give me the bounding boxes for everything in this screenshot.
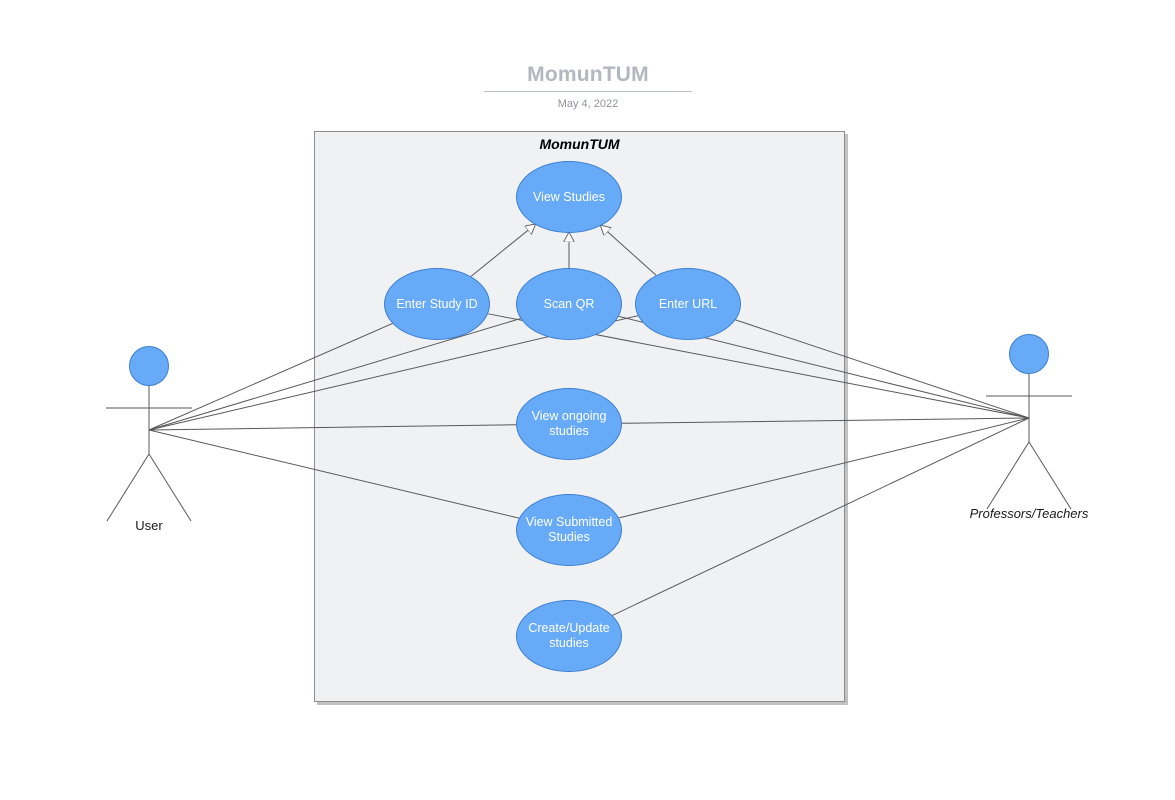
document-header: MomunTUM May 4, 2022: [428, 62, 748, 111]
use-case-scan-qr[interactable]: Scan QR: [516, 268, 622, 340]
generalization-lines: [470, 225, 657, 277]
generalization-enter-url-to-view-studies: [601, 226, 657, 276]
association-professors-view-ongoing: [621, 417, 1030, 424]
association-user-view-submitted: [148, 429, 520, 519]
document-date: May 4, 2022: [557, 98, 619, 110]
use-case-label: Create/Update studies: [528, 621, 610, 650]
use-case-label: Enter Study ID: [396, 296, 478, 311]
use-case-create-update[interactable]: Create/Update studies: [516, 600, 622, 672]
use-case-label: View Studies: [532, 189, 606, 204]
use-case-enter-url[interactable]: Enter URL: [635, 268, 741, 340]
association-user-enter-study-id: [148, 323, 393, 431]
system-boundary-label: MomunTUM: [539, 136, 620, 152]
association-professors-enter-url: [735, 319, 1030, 419]
use-case-view-studies[interactable]: View Studies: [516, 161, 622, 233]
use-case-label: View ongoing studies: [531, 409, 607, 438]
use-case-view-submitted[interactable]: View Submitted Studies: [516, 494, 622, 566]
generalization-enter-study-id-to-view-studies: [470, 225, 535, 277]
association-user-scan-qr: [148, 318, 521, 431]
use-case-label: View Submitted Studies: [525, 515, 613, 544]
association-professors-create-update: [612, 417, 1030, 616]
association-user-view-ongoing: [148, 424, 517, 431]
page-title: MomunTUM: [527, 63, 649, 86]
use-case-label: Scan QR: [543, 296, 595, 311]
association-professors-view-submitted: [618, 417, 1030, 519]
title-divider: [484, 91, 692, 92]
association-lines: [148, 313, 1030, 616]
use-case-enter-study-id[interactable]: Enter Study ID: [384, 268, 490, 340]
use-case-view-ongoing[interactable]: View ongoing studies: [516, 388, 622, 460]
use-case-label: Enter URL: [658, 296, 718, 311]
